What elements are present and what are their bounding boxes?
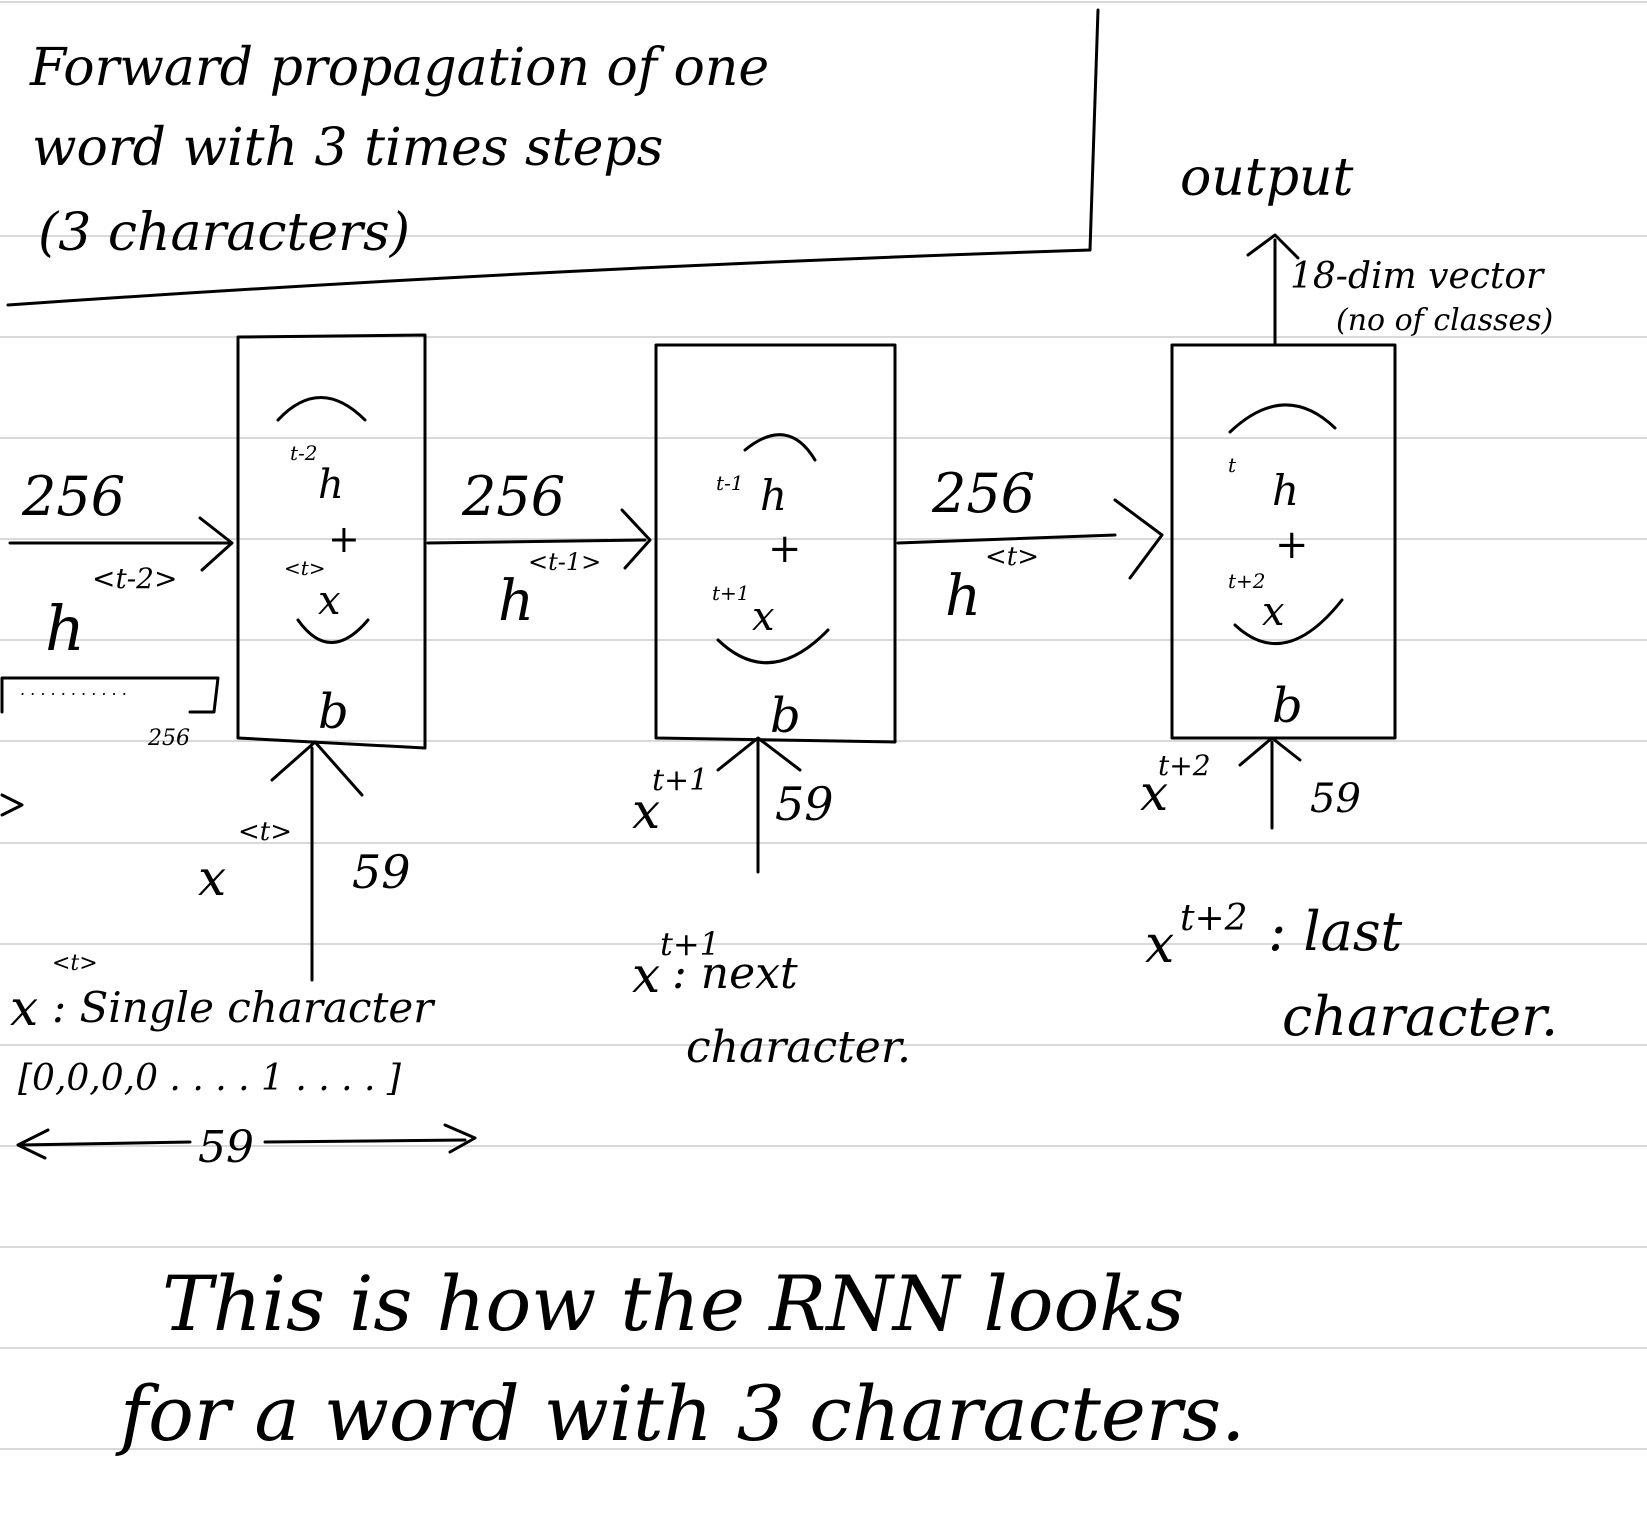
hidden-state-2: 256 h <t>: [896, 462, 1164, 629]
hidden-1-label: h: [498, 569, 534, 634]
note-last-character: x t+2 : last character.: [1145, 898, 1558, 1048]
cell-2-h-superscript: t-1: [716, 471, 744, 495]
cell-3-x: x: [1262, 589, 1285, 635]
note-first-superscript: <t>: [52, 951, 98, 976]
cell-1-bias: b: [318, 684, 349, 740]
cell-3-h-superscript: t: [1228, 453, 1237, 477]
cell-1-x: x: [318, 578, 341, 624]
cell-1-h: h: [318, 462, 344, 508]
hidden-1-size: 256: [461, 465, 565, 528]
output: output 18-dim vector (no of classes): [1180, 148, 1553, 347]
svg-text:+: +: [1275, 522, 1309, 568]
cell-3-x-superscript: t+2: [1228, 569, 1266, 593]
caption: This is how the RNN looks for a word wit…: [115, 1259, 1245, 1458]
cell-1-box: [236, 333, 427, 750]
hidden-state-1: 256 h <t-1>: [426, 465, 652, 634]
hidden-2-superscript: <t>: [985, 542, 1039, 572]
cell-2-x-superscript: t+1: [712, 581, 750, 605]
rnn-cell-3: h t + x t+2 b: [1170, 343, 1397, 740]
cell-2-input-superscript: t+1: [652, 763, 708, 798]
input-hidden-vector-size: 256: [147, 726, 190, 751]
note-next-symbol: x: [632, 946, 660, 1004]
cell-3-input-size: 59: [1310, 776, 1361, 822]
rnn-cell-1: h t-2 + x <t> b: [236, 333, 427, 750]
cell-1-input-size: 59: [352, 845, 411, 899]
cell-1-input-label: x: [198, 849, 226, 907]
note-next-line-2: character.: [686, 1022, 911, 1073]
note-first-character: x <t> : Single character [0,0,0,0 . . . …: [10, 951, 477, 1173]
note-last-superscript: t+2: [1180, 898, 1248, 939]
title-line-1: Forward propagation of one: [29, 38, 769, 98]
note-first-symbol: x: [10, 979, 38, 1037]
cell-3-input-label: x: [1140, 764, 1168, 822]
hidden-2-label: h: [945, 564, 981, 629]
note-first-vector: [0,0,0,0 . . . . 1 . . . . ]: [18, 1058, 402, 1099]
svg-text:. . . . . . . . . . .: . . . . . . . . . . .: [20, 680, 127, 699]
cell-3-input-superscript: t+2: [1158, 749, 1211, 782]
cell-2-input-size: 59: [775, 777, 834, 831]
note-last-line-1: : last: [1268, 900, 1403, 963]
cell-2-bias: b: [770, 688, 801, 744]
hidden-2-size: 256: [931, 462, 1035, 525]
note-next-character: x t+1 : next character.: [632, 925, 911, 1073]
input-hidden-size: 256: [21, 465, 125, 528]
cell-2-input-label: x: [632, 782, 660, 840]
note-first-vector-size: 59: [198, 1122, 254, 1173]
cell-1-input: x <t> 59: [198, 740, 411, 982]
cell-3-input: x t+2 59: [1140, 736, 1361, 830]
note-last-symbol: x: [1145, 915, 1174, 975]
input-hidden-arrow-head: [198, 516, 234, 572]
cell-3-bias: b: [1272, 678, 1303, 734]
caption-line-1: This is how the RNN looks: [162, 1259, 1184, 1348]
cell-3-h: h: [1272, 466, 1299, 515]
title-box: Forward propagation of one word with 3 t…: [6, 8, 1100, 307]
input-hidden-label: h: [45, 592, 85, 665]
output-note-line-1: 18-dim vector: [1290, 256, 1545, 297]
cell-3-box: [1170, 343, 1397, 740]
svg-text:+: +: [768, 526, 802, 572]
cell-2-box: [654, 343, 897, 744]
cell-1-h-superscript: t-2: [290, 441, 318, 465]
note-last-line-2: character.: [1282, 985, 1558, 1048]
note-next-line-1: : next: [672, 948, 798, 999]
cell-1-x-superscript: <t>: [284, 556, 326, 580]
svg-text:+: +: [328, 517, 360, 561]
note-first-text: : Single character: [52, 983, 436, 1032]
input-hidden-state: 256 h <t-2> . . . . . . . . . . . 256: [0, 465, 234, 817]
caption-line-2: for a word with 3 characters.: [115, 1369, 1245, 1458]
output-note-line-2: (no of classes): [1336, 303, 1553, 338]
cell-2-h: h: [760, 471, 787, 520]
cell-2-input: x t+1 59: [632, 736, 834, 874]
rnn-cell-2: h t-1 + x t+1 b: [654, 343, 897, 744]
cell-2-x: x: [752, 594, 775, 640]
note-next-superscript: t+1: [660, 925, 720, 963]
title-line-2: word with 3 times steps: [32, 118, 663, 178]
note-first-vector-arrow: [16, 1123, 477, 1160]
hidden-1-superscript: <t-1>: [528, 548, 601, 576]
input-hidden-superscript: <t-2>: [92, 562, 177, 595]
cell-1-input-superscript: <t>: [238, 817, 292, 847]
title-line-3: (3 characters): [38, 203, 410, 263]
input-hidden-vector-bracket: [0, 676, 220, 714]
output-label: output: [1180, 148, 1353, 208]
